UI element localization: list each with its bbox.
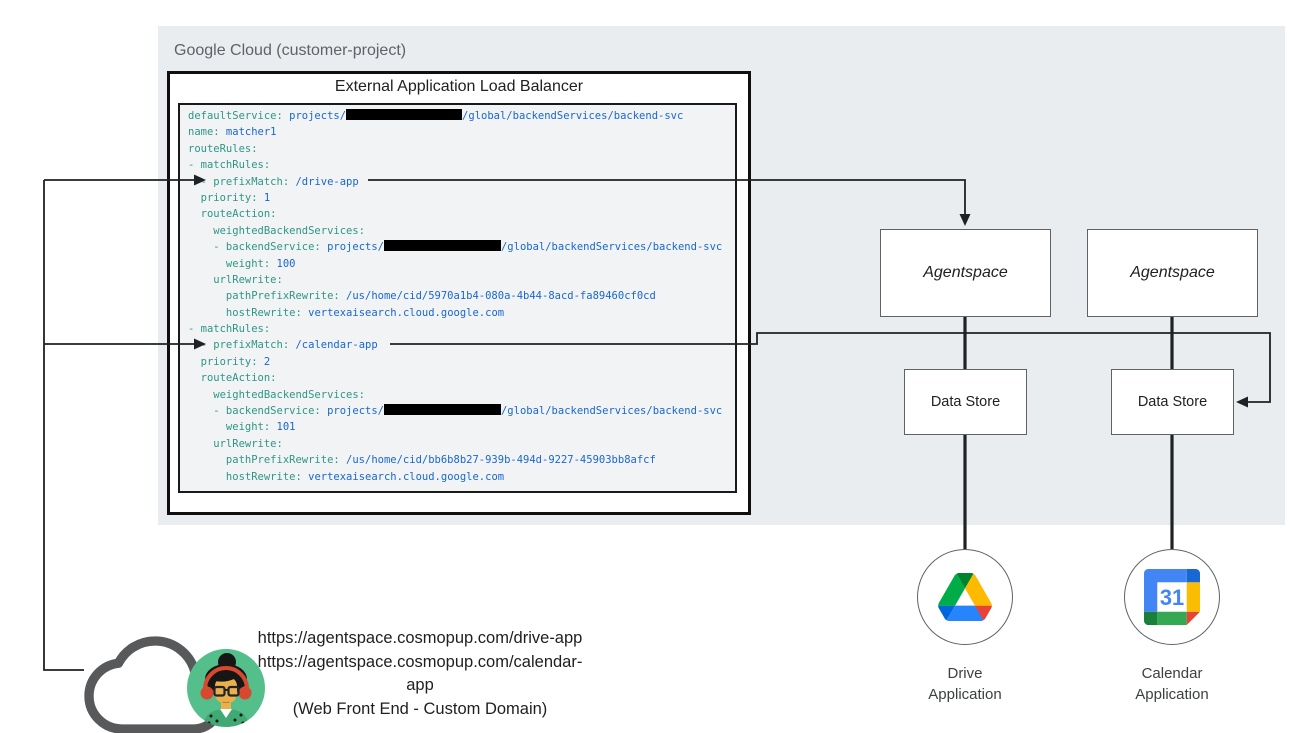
yaml-value: vertexaisearch.cloud.google.com bbox=[301, 306, 505, 319]
yaml-value: /global/backendServices/backend-svc bbox=[462, 110, 684, 122]
frontend-caption: (Web Front End - Custom Domain) bbox=[292, 699, 548, 718]
datastore-label: Data Store bbox=[930, 394, 1001, 410]
code-line: hostRewrite: vertexaisearch.cloud.google… bbox=[188, 305, 735, 321]
code-line: weightedBackendServices: bbox=[188, 387, 735, 403]
google-drive-icon bbox=[938, 573, 992, 621]
yaml-key: defaultService: bbox=[188, 110, 283, 122]
code-line: urlRewrite: bbox=[188, 436, 735, 452]
code-line: pathPrefixRewrite: /us/home/cid/bb6b8b27… bbox=[188, 452, 735, 468]
code-line: - prefixMatch: /drive-app bbox=[188, 174, 735, 190]
code-line: routeAction: bbox=[188, 206, 735, 222]
yaml-value: 100 bbox=[270, 257, 296, 270]
yaml-value: /global/backendServices/backend-svc bbox=[500, 405, 723, 418]
yaml-value: 101 bbox=[270, 421, 296, 434]
code-line: - prefixMatch: /calendar-app bbox=[188, 337, 735, 353]
yaml-value: /global/backendServices/backend-svc bbox=[500, 241, 723, 254]
frontend-urls: https://agentspace.cosmopup.com/drive-ap… bbox=[248, 627, 592, 721]
yaml-value: /drive-app bbox=[289, 175, 359, 188]
calendar-application-label: Calendar Application bbox=[1092, 663, 1252, 705]
code-line: routeAction: bbox=[188, 370, 735, 386]
label-line: Calendar bbox=[1141, 665, 1203, 682]
yaml-key: - prefixMatch: bbox=[188, 175, 290, 188]
yaml-key: pathPrefixRewrite: bbox=[188, 290, 340, 303]
redaction-bar bbox=[346, 109, 463, 120]
code-line: pathPrefixRewrite: /us/home/cid/5970a1b4… bbox=[188, 288, 735, 304]
code-line: weight: 101 bbox=[188, 419, 735, 435]
yaml-key: - matchRules: bbox=[188, 159, 271, 172]
yaml-value: projects/ bbox=[320, 405, 384, 418]
yaml-value: projects/ bbox=[320, 241, 384, 254]
code-line: hostRewrite: vertexaisearch.cloud.google… bbox=[188, 469, 735, 485]
calendar-app-url: https://agentspace.cosmopup.com/calendar… bbox=[257, 652, 583, 695]
code-line: weight: 100 bbox=[188, 256, 735, 272]
code-line: urlRewrite: bbox=[188, 272, 735, 288]
load-balancer-title: External Application Load Balancer bbox=[334, 78, 584, 95]
code-line: routeRules: bbox=[188, 141, 735, 157]
code-line: - matchRules: bbox=[188, 157, 735, 173]
yaml-value: 2 bbox=[257, 355, 271, 368]
yaml-key: routeAction: bbox=[188, 208, 277, 221]
redaction-bar bbox=[383, 404, 501, 416]
yaml-value: /calendar-app bbox=[289, 339, 378, 352]
yaml-key: pathPrefixRewrite: bbox=[188, 454, 340, 467]
yaml-key: routeAction: bbox=[188, 372, 277, 385]
yaml-key: priority: bbox=[188, 355, 258, 368]
url-map-code-block: defaultService: projects/ /global/backend… bbox=[178, 103, 737, 493]
drive-app-url: https://agentspace.cosmopup.com/drive-ap… bbox=[257, 629, 583, 647]
yaml-key: weightedBackendServices: bbox=[188, 224, 366, 237]
redaction-bar bbox=[383, 240, 501, 252]
code-line: - backendService: projects/ /global/backe… bbox=[188, 403, 735, 419]
yaml-key: urlRewrite: bbox=[188, 273, 283, 286]
google-calendar-icon: 31 bbox=[1144, 569, 1200, 625]
drive-application-label: Drive Application bbox=[885, 663, 1045, 705]
code-line: priority: 2 bbox=[188, 354, 735, 370]
agentspace-box-calendar: Agentspace bbox=[1087, 229, 1258, 317]
yaml-key: routeRules: bbox=[188, 142, 258, 155]
yaml-value: 1 bbox=[257, 191, 271, 204]
code-line: priority: 1 bbox=[188, 190, 735, 206]
yaml-value: projects/ bbox=[282, 110, 347, 122]
yaml-key: hostRewrite: bbox=[188, 306, 302, 319]
datastore-box-drive: Data Store bbox=[904, 369, 1027, 435]
agentspace-box-drive: Agentspace bbox=[880, 229, 1051, 317]
yaml-key: - backendService: bbox=[188, 405, 321, 418]
agentspace-label: Agentspace bbox=[923, 264, 1008, 281]
yaml-key: - backendService: bbox=[188, 241, 321, 254]
datastore-label: Data Store bbox=[1137, 394, 1208, 410]
google-cloud-panel-title: Google Cloud (customer-project) bbox=[174, 42, 407, 59]
yaml-value: /us/home/cid/bb6b8b27-939b-494d-9227-459… bbox=[339, 454, 656, 467]
yaml-key: urlRewrite: bbox=[188, 437, 283, 450]
drive-application-node bbox=[917, 549, 1013, 645]
yaml-value: matcher1 bbox=[219, 126, 277, 139]
yaml-key: - prefixMatch: bbox=[188, 339, 290, 352]
yaml-key: weight: bbox=[188, 257, 271, 270]
agentspace-label: Agentspace bbox=[1130, 264, 1215, 281]
code-line: name: matcher1 bbox=[188, 124, 735, 140]
yaml-key: weight: bbox=[188, 421, 271, 434]
code-line: defaultService: projects/ /global/backend… bbox=[188, 108, 735, 124]
calendar-day-number: 31 bbox=[1160, 585, 1184, 610]
yaml-value: /us/home/cid/5970a1b4-080a-4b44-8acd-fa8… bbox=[339, 290, 656, 303]
yaml-key: hostRewrite: bbox=[188, 470, 302, 483]
code-line: weightedBackendServices: bbox=[188, 223, 735, 239]
yaml-key: name: bbox=[188, 126, 220, 139]
datastore-box-calendar: Data Store bbox=[1111, 369, 1234, 435]
yaml-key: - matchRules: bbox=[188, 323, 271, 336]
user-avatar-icon bbox=[187, 649, 265, 727]
label-line: Application bbox=[928, 686, 1002, 703]
yaml-key: weightedBackendServices: bbox=[188, 388, 366, 401]
yaml-key: priority: bbox=[188, 191, 258, 204]
code-line: - backendService: projects/ /global/backe… bbox=[188, 239, 735, 255]
code-line: - matchRules: bbox=[188, 321, 735, 337]
yaml-value: vertexaisearch.cloud.google.com bbox=[301, 470, 505, 483]
calendar-application-node: 31 bbox=[1124, 549, 1220, 645]
label-line: Drive bbox=[947, 665, 983, 682]
label-line: Application bbox=[1135, 686, 1209, 703]
frontend-feed-line bbox=[43, 180, 84, 671]
